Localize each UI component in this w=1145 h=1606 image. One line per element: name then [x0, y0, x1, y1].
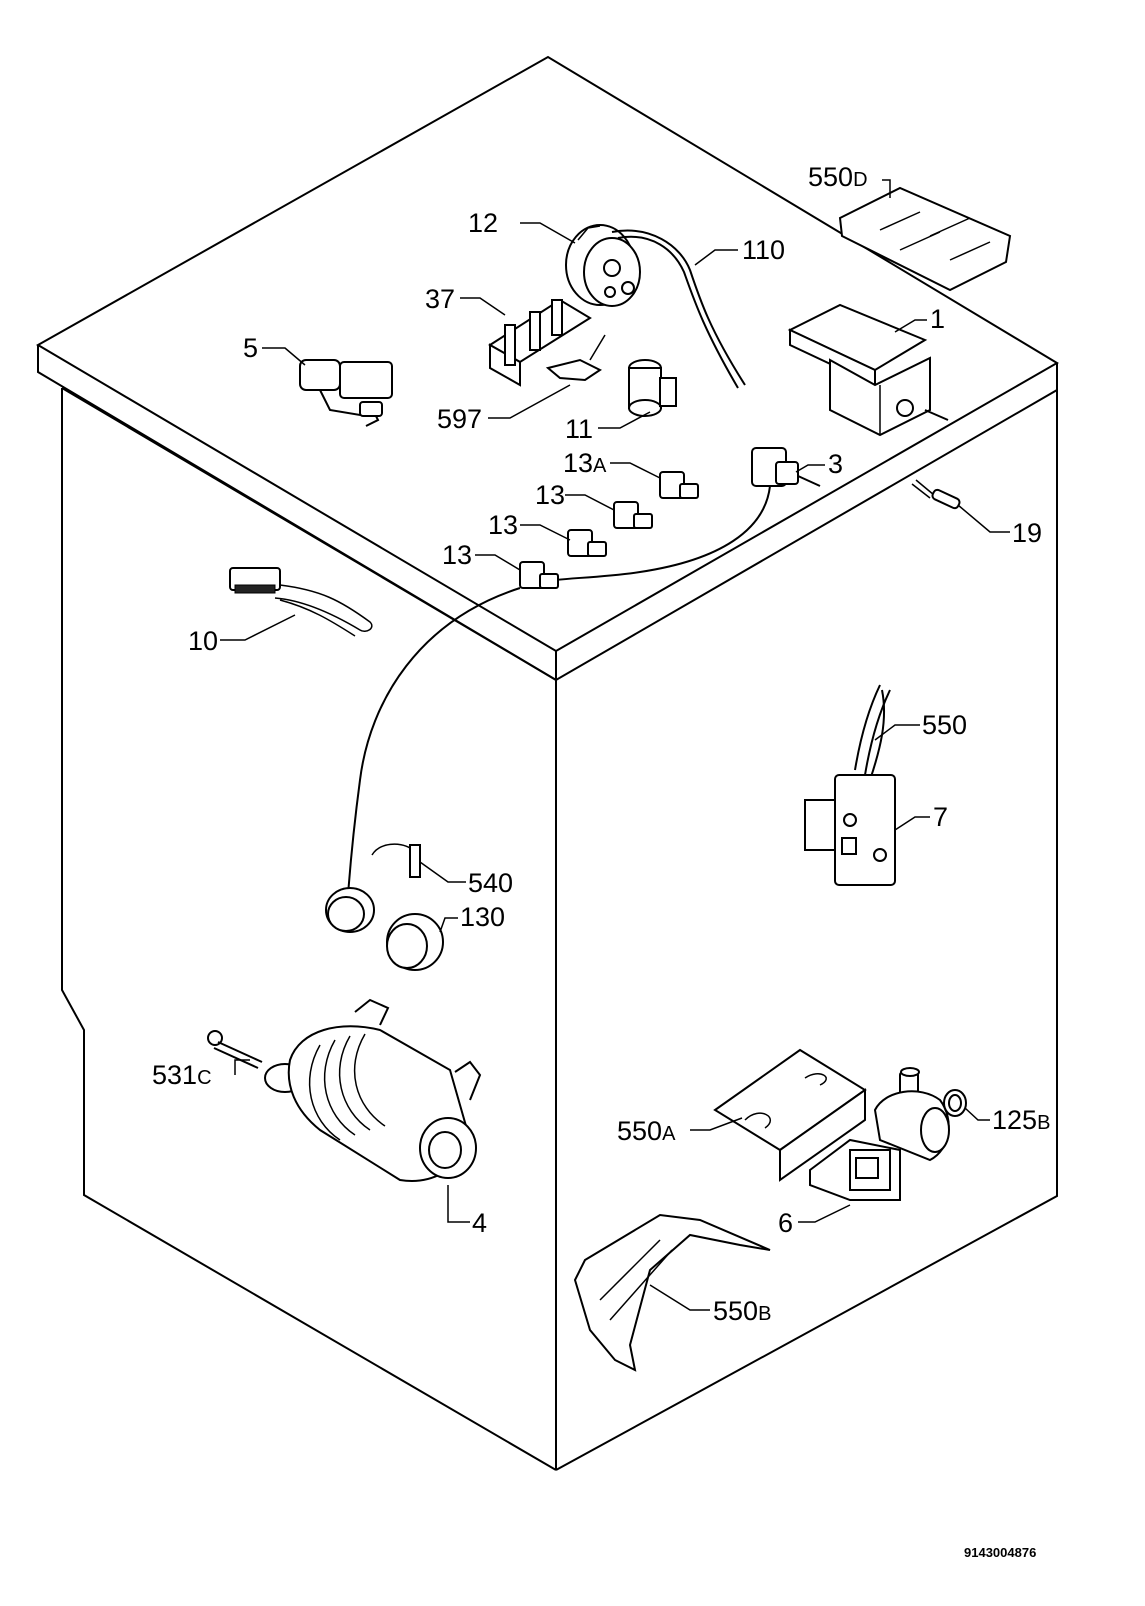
part-540-drawing [371, 843, 421, 878]
heater-wire [347, 587, 521, 896]
part-550d-drawing [838, 186, 1012, 292]
label-13-plug-1: 13 [535, 480, 565, 510]
part-597-drawing [545, 334, 606, 382]
label-4: 4 [472, 1208, 487, 1238]
label-6: 6 [778, 1208, 793, 1238]
label-550b: 550B [713, 1296, 771, 1326]
part-11-drawing [628, 359, 677, 417]
label-531c: 531C [152, 1060, 212, 1090]
label-5: 5 [243, 333, 258, 363]
part-13-plug-2-drawing [567, 529, 607, 557]
cabinet-outline [36, 55, 1059, 1471]
label-540: 540 [468, 868, 513, 898]
part-130-drawing [386, 913, 444, 971]
label-1: 1 [930, 304, 945, 334]
label-125b: 125B [992, 1105, 1050, 1135]
label-10: 10 [188, 626, 218, 656]
part-13-plug-3-drawing [519, 561, 559, 589]
part-550a-drawing [713, 1048, 867, 1182]
label-11: 11 [565, 414, 593, 444]
label-130: 130 [460, 902, 505, 932]
part-37-drawing [488, 298, 592, 387]
label-12: 12 [468, 208, 498, 238]
part-13a-drawing [659, 471, 699, 499]
label-13a: 13A [563, 448, 607, 478]
part-7-drawing [804, 774, 896, 886]
part-6-drawing [809, 1067, 950, 1201]
part-12-drawing [565, 224, 641, 307]
part-10-drawing [229, 567, 373, 637]
part-labels: 550D 12 110 37 1 5 597 11 13A 3 13 19 13… [152, 162, 1050, 1326]
part-110-hose [611, 229, 746, 386]
part-19-drawing [911, 479, 961, 510]
part-4-drawing [264, 998, 482, 1182]
label-13-plug-3: 13 [442, 540, 472, 570]
part-3-drawing [539, 447, 821, 583]
part-125b-drawing [943, 1089, 967, 1117]
label-3: 3 [828, 449, 843, 479]
wire-seal-drawing [325, 887, 375, 933]
label-37: 37 [425, 284, 455, 314]
label-550a: 550A [617, 1116, 676, 1146]
part-550b-drawing [573, 1213, 771, 1372]
part-531c-drawing [207, 1030, 263, 1069]
label-550d: 550D [808, 162, 868, 192]
label-597: 597 [437, 404, 482, 434]
document-code: 9143004876 [964, 1545, 1036, 1560]
label-110: 110 [742, 235, 785, 265]
label-13-plug-2: 13 [488, 510, 518, 540]
part-1-drawing [787, 303, 949, 437]
leader-lines [220, 179, 1010, 1311]
part-5-drawing [299, 359, 393, 427]
label-19: 19 [1012, 518, 1042, 548]
part-13-plug-1-drawing [613, 501, 653, 529]
label-550: 550 [922, 710, 967, 740]
label-7: 7 [933, 802, 948, 832]
